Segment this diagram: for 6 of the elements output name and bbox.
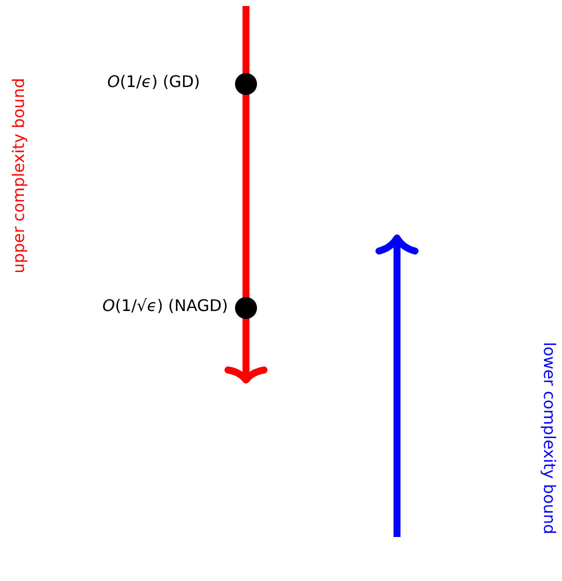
- point-marker: [235, 73, 257, 95]
- point-marker: [235, 297, 257, 319]
- axis-label: upper complexity bound: [9, 78, 28, 274]
- axis-label: lower complexity bound: [540, 342, 559, 534]
- point-label: O(1/ϵ) (GD): [107, 72, 200, 91]
- point-label: O(1/√ϵ) (NAGD): [102, 296, 228, 315]
